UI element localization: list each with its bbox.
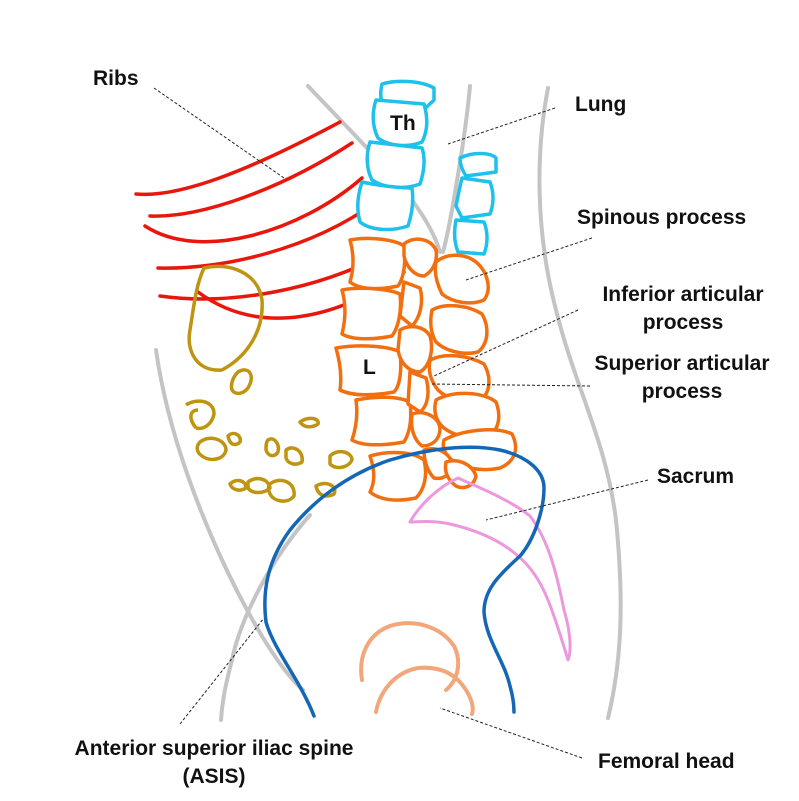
bowel-gas-loop — [187, 264, 264, 372]
superior-articular-leader-line — [431, 383, 591, 387]
inferior-articular-leader-line — [433, 309, 579, 377]
lumbar-vertebra — [348, 236, 407, 291]
bowel-gas-bubble — [298, 416, 320, 429]
ribs-leader-line — [153, 87, 285, 179]
sacrum-label: Sacrum — [657, 465, 734, 488]
thoracic-marker-label: Th — [390, 112, 416, 135]
bowel-gas-group — [184, 264, 354, 503]
leader-lines — [153, 87, 649, 759]
inferior-articular-process-label-line1: Inferior articular — [602, 283, 763, 306]
bowel-gas-bubble — [266, 478, 296, 503]
lumbar-vertebra — [334, 344, 403, 397]
articular-process — [406, 370, 430, 414]
bowel-gas-bubble — [229, 368, 253, 396]
lumbar-marker-label: L — [363, 356, 376, 379]
labels: Ribs Lung Spinous process Inferior artic… — [75, 67, 770, 788]
thoracic-vertebrae-group — [356, 79, 498, 256]
lumbar-vertebra — [350, 395, 413, 447]
thoracic-vertebra — [356, 180, 415, 232]
lumbar-vertebrae-group — [334, 236, 518, 502]
bowel-gas-bubble — [184, 399, 216, 431]
rib — [143, 176, 364, 244]
rib — [156, 200, 378, 270]
thoracic-vertebra-right-half — [452, 218, 489, 256]
superior-articular-process-label-line2: process — [642, 380, 723, 403]
lumbar-vertebra — [340, 286, 403, 341]
femoral-head-leader-line — [439, 707, 583, 759]
rib — [148, 141, 354, 218]
thoracic-vertebra — [365, 140, 426, 190]
asis-label-line1: Anterior superior iliac spine — [75, 737, 354, 760]
femoral-head-label: Femoral head — [598, 750, 735, 773]
ribs-label: Ribs — [93, 67, 139, 90]
femoral-head-outline — [359, 621, 461, 692]
bowel-gas-bubble — [246, 476, 272, 495]
bowel-gas-bubble — [226, 431, 243, 447]
body-outline-right-flank — [154, 348, 305, 692]
asis-leader-line — [179, 617, 265, 725]
body-outline — [154, 84, 623, 722]
lung-label: Lung — [575, 93, 626, 116]
body-outline-left-lung-edge — [441, 84, 472, 254]
articular-process — [409, 411, 442, 448]
bowel-gas-bubble — [195, 436, 228, 462]
articular-process — [402, 237, 439, 278]
spinous-process — [433, 253, 490, 305]
bowel-gas-bubble — [328, 449, 354, 470]
articular-process — [396, 324, 434, 374]
spinous-process-label: Spinous process — [577, 206, 746, 229]
articular-process — [398, 280, 424, 328]
thoracic-vertebra-right-half — [458, 151, 498, 178]
lung-leader-line — [447, 107, 556, 145]
bowel-gas-bubble — [284, 446, 304, 466]
sacrum-outline — [408, 476, 572, 662]
body-outline-right-thigh — [219, 513, 312, 722]
rib — [134, 120, 342, 197]
bowel-gas-bubble — [228, 478, 248, 492]
lumbar-vertebra — [368, 450, 428, 502]
sacrum-leader-line — [485, 479, 649, 521]
thoracic-vertebra-right-half — [454, 176, 495, 220]
femoral-neck-outline — [374, 665, 475, 716]
spinous-process-leader-line — [465, 237, 593, 281]
pelvis-iliac-outline — [263, 445, 546, 718]
bowel-gas-bubble — [264, 437, 281, 458]
superior-articular-process-label-line1: Superior articular — [594, 352, 769, 375]
bowel-gas-bubble — [314, 481, 337, 498]
inferior-articular-process-label-line2: process — [643, 311, 724, 334]
body-outline-left-flank — [537, 86, 623, 720]
femoral-head-group — [359, 621, 475, 716]
asis-label-line2: (ASIS) — [183, 765, 246, 788]
spinous-process — [429, 303, 489, 355]
